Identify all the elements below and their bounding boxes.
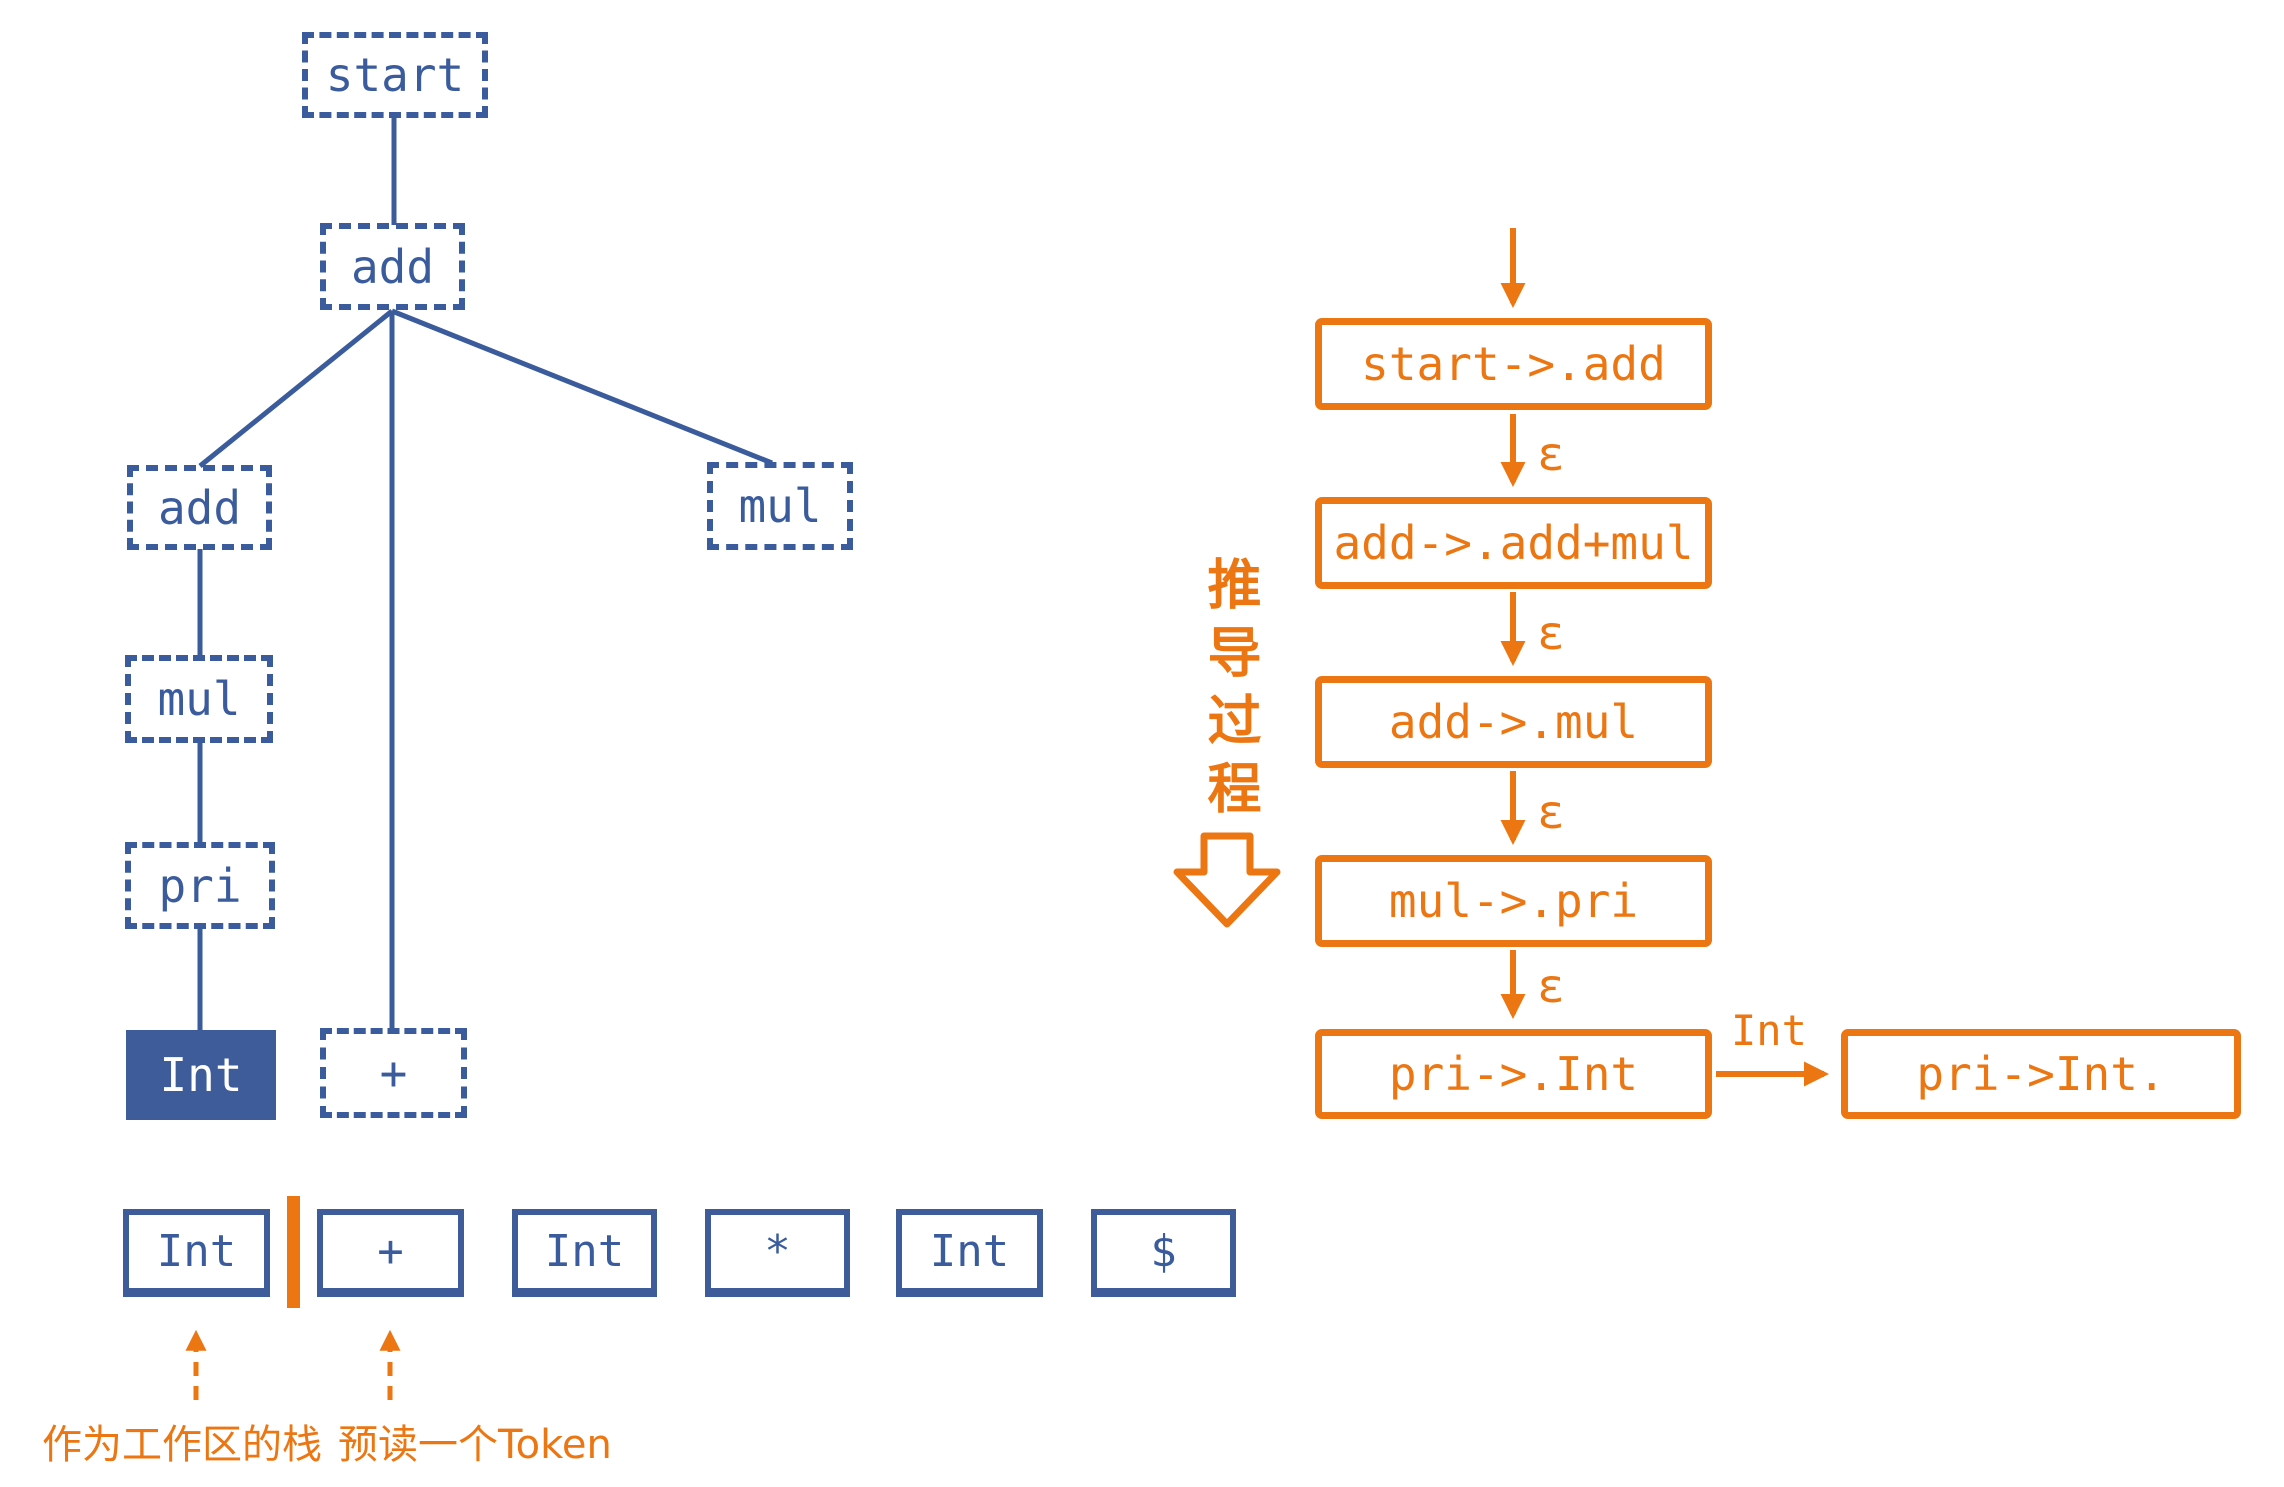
stack-note: 作为工作区的栈 [42, 1422, 322, 1468]
derivation-result-box: pri->Int. [1841, 1029, 2241, 1119]
tree-node-add-root: add [320, 223, 465, 310]
token-label-4: Int [929, 1226, 1010, 1277]
derivation-step-box-1: add->.add+mul [1315, 497, 1712, 589]
tree-node-plus-leaf-label: + [379, 1046, 408, 1100]
derivation-step-box-0: start->.add [1315, 318, 1712, 410]
tree-node-mul-left-label: mul [157, 672, 241, 726]
token-box-1: + [317, 1209, 464, 1297]
derivation-step-box-3: mul->.pri [1315, 855, 1712, 947]
tree-node-mul-left: mul [125, 655, 273, 743]
token-label-2: Int [544, 1226, 625, 1277]
edge-add-mulright [391, 308, 773, 466]
tree-node-int-leaf-label: Int [159, 1048, 243, 1102]
tree-node-int-leaf: Int [126, 1030, 276, 1120]
epsilon-label-3: ε [1537, 959, 1565, 1013]
derivation-arrows [1500, 228, 1830, 1087]
tree-node-pri-label: pri [158, 858, 242, 913]
derivation-step-3: mul->.pri [1388, 874, 1639, 928]
derivation-result: pri->Int. [1916, 1047, 2166, 1101]
lookahead-note: 预读一个Token [338, 1422, 612, 1468]
derivation-note: 推导过程 [1198, 556, 1261, 828]
tree-node-pri: pri [125, 842, 275, 929]
derivation-step-box-2: add->.mul [1315, 676, 1712, 768]
token-box-0: Int [123, 1209, 270, 1297]
tree-node-start-label: start [325, 48, 465, 102]
tree-node-mul-right: mul [707, 462, 853, 550]
token-label-1: + [377, 1226, 404, 1277]
epsilon-label-2: ε [1537, 785, 1565, 839]
tree-edges [197, 118, 773, 1031]
tree-node-add-left: add [127, 465, 272, 550]
big-down-arrow-icon [1173, 832, 1281, 928]
epsilon-label-1: ε [1537, 606, 1565, 660]
token-box-4: Int [896, 1209, 1043, 1297]
token-box-2: Int [512, 1209, 657, 1297]
derivation-step-box-4: pri->.Int [1315, 1029, 1712, 1119]
tree-node-add-root-label: add [350, 239, 435, 294]
edge-add-addleft [198, 309, 394, 468]
shift-token-label: Int [1731, 1006, 1807, 1055]
tree-node-mul-right-label: mul [738, 479, 822, 533]
derivation-step-1: add->.add+mul [1333, 516, 1694, 570]
tree-node-plus-leaf: + [320, 1028, 467, 1118]
token-box-3: * [705, 1209, 850, 1297]
token-label-0: Int [156, 1226, 237, 1277]
epsilon-label-0: ε [1537, 427, 1565, 481]
annotation-arrows [185, 1329, 401, 1400]
derivation-step-4: pri->.Int [1388, 1047, 1639, 1101]
stack-separator-bar [287, 1196, 300, 1308]
tree-node-add-left-label: add [157, 480, 242, 535]
tree-node-start: start [302, 32, 488, 118]
derivation-step-0: start->.add [1361, 337, 1666, 391]
token-label-3: * [764, 1226, 791, 1277]
token-box-5: $ [1091, 1209, 1236, 1297]
derivation-step-2: add->.mul [1388, 695, 1639, 749]
token-label-5: $ [1150, 1226, 1177, 1277]
